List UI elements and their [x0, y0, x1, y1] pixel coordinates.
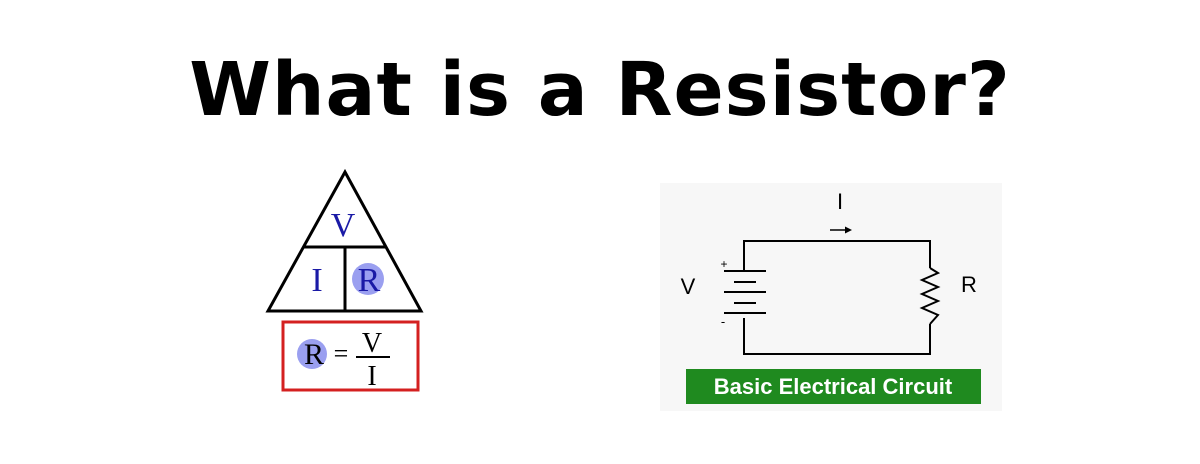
resistor-label: R — [961, 272, 977, 297]
circuit-wire-top — [743, 240, 931, 270]
current-label: I — [837, 189, 843, 214]
circuit-wire-bottom — [743, 318, 931, 355]
resistor-symbol — [919, 267, 941, 325]
formula-denominator: I — [367, 361, 376, 392]
formula-box — [281, 320, 420, 392]
battery-symbol — [724, 270, 766, 314]
formula-numerator: V — [362, 328, 382, 359]
circuit-caption: Basic Electrical Circuit — [714, 374, 953, 399]
formula-r: R — [304, 338, 324, 371]
voltage-label: V — [681, 274, 696, 299]
battery-minus-label: - — [721, 314, 725, 329]
circuit-caption-bg — [686, 369, 981, 404]
triangle-v-label: V — [331, 207, 356, 244]
battery-plus-label: + — [720, 257, 727, 271]
current-arrow-head — [845, 226, 852, 234]
formula-equals: = — [334, 339, 349, 368]
triangle-r-label: R — [358, 262, 381, 299]
formula-r-highlight — [297, 339, 327, 369]
triangle-r-highlight — [352, 263, 384, 295]
triangle-i-label: I — [311, 262, 322, 299]
page-title: What is a Resistor? — [189, 47, 1011, 133]
